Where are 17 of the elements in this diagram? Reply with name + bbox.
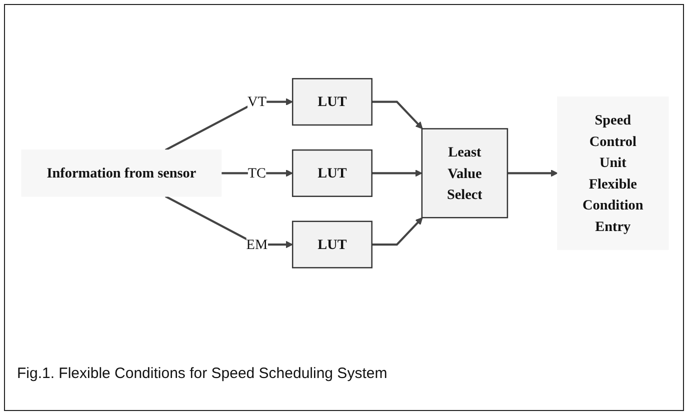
edge-label: VT [247,94,266,110]
node-box: LUT [292,78,372,126]
node-box: Speed Control Unit Flexible Condition Entry [557,96,669,250]
figure-caption: Fig.1. Flexible Conditions for Speed Scheduling System [17,365,388,382]
arrow [372,217,423,246]
arrow [164,195,293,248]
edge-label: EM [246,236,268,252]
arrow [372,100,423,129]
node-box: Information from sensor [21,149,222,197]
arrow [507,169,558,177]
node-box: LUT [292,220,372,268]
arrow [372,169,422,177]
node-box: Least Value Select [421,128,508,218]
arrow [164,98,293,151]
node-box: LUT [292,149,372,197]
arrow [221,169,293,177]
edge-label: TC [248,164,266,181]
